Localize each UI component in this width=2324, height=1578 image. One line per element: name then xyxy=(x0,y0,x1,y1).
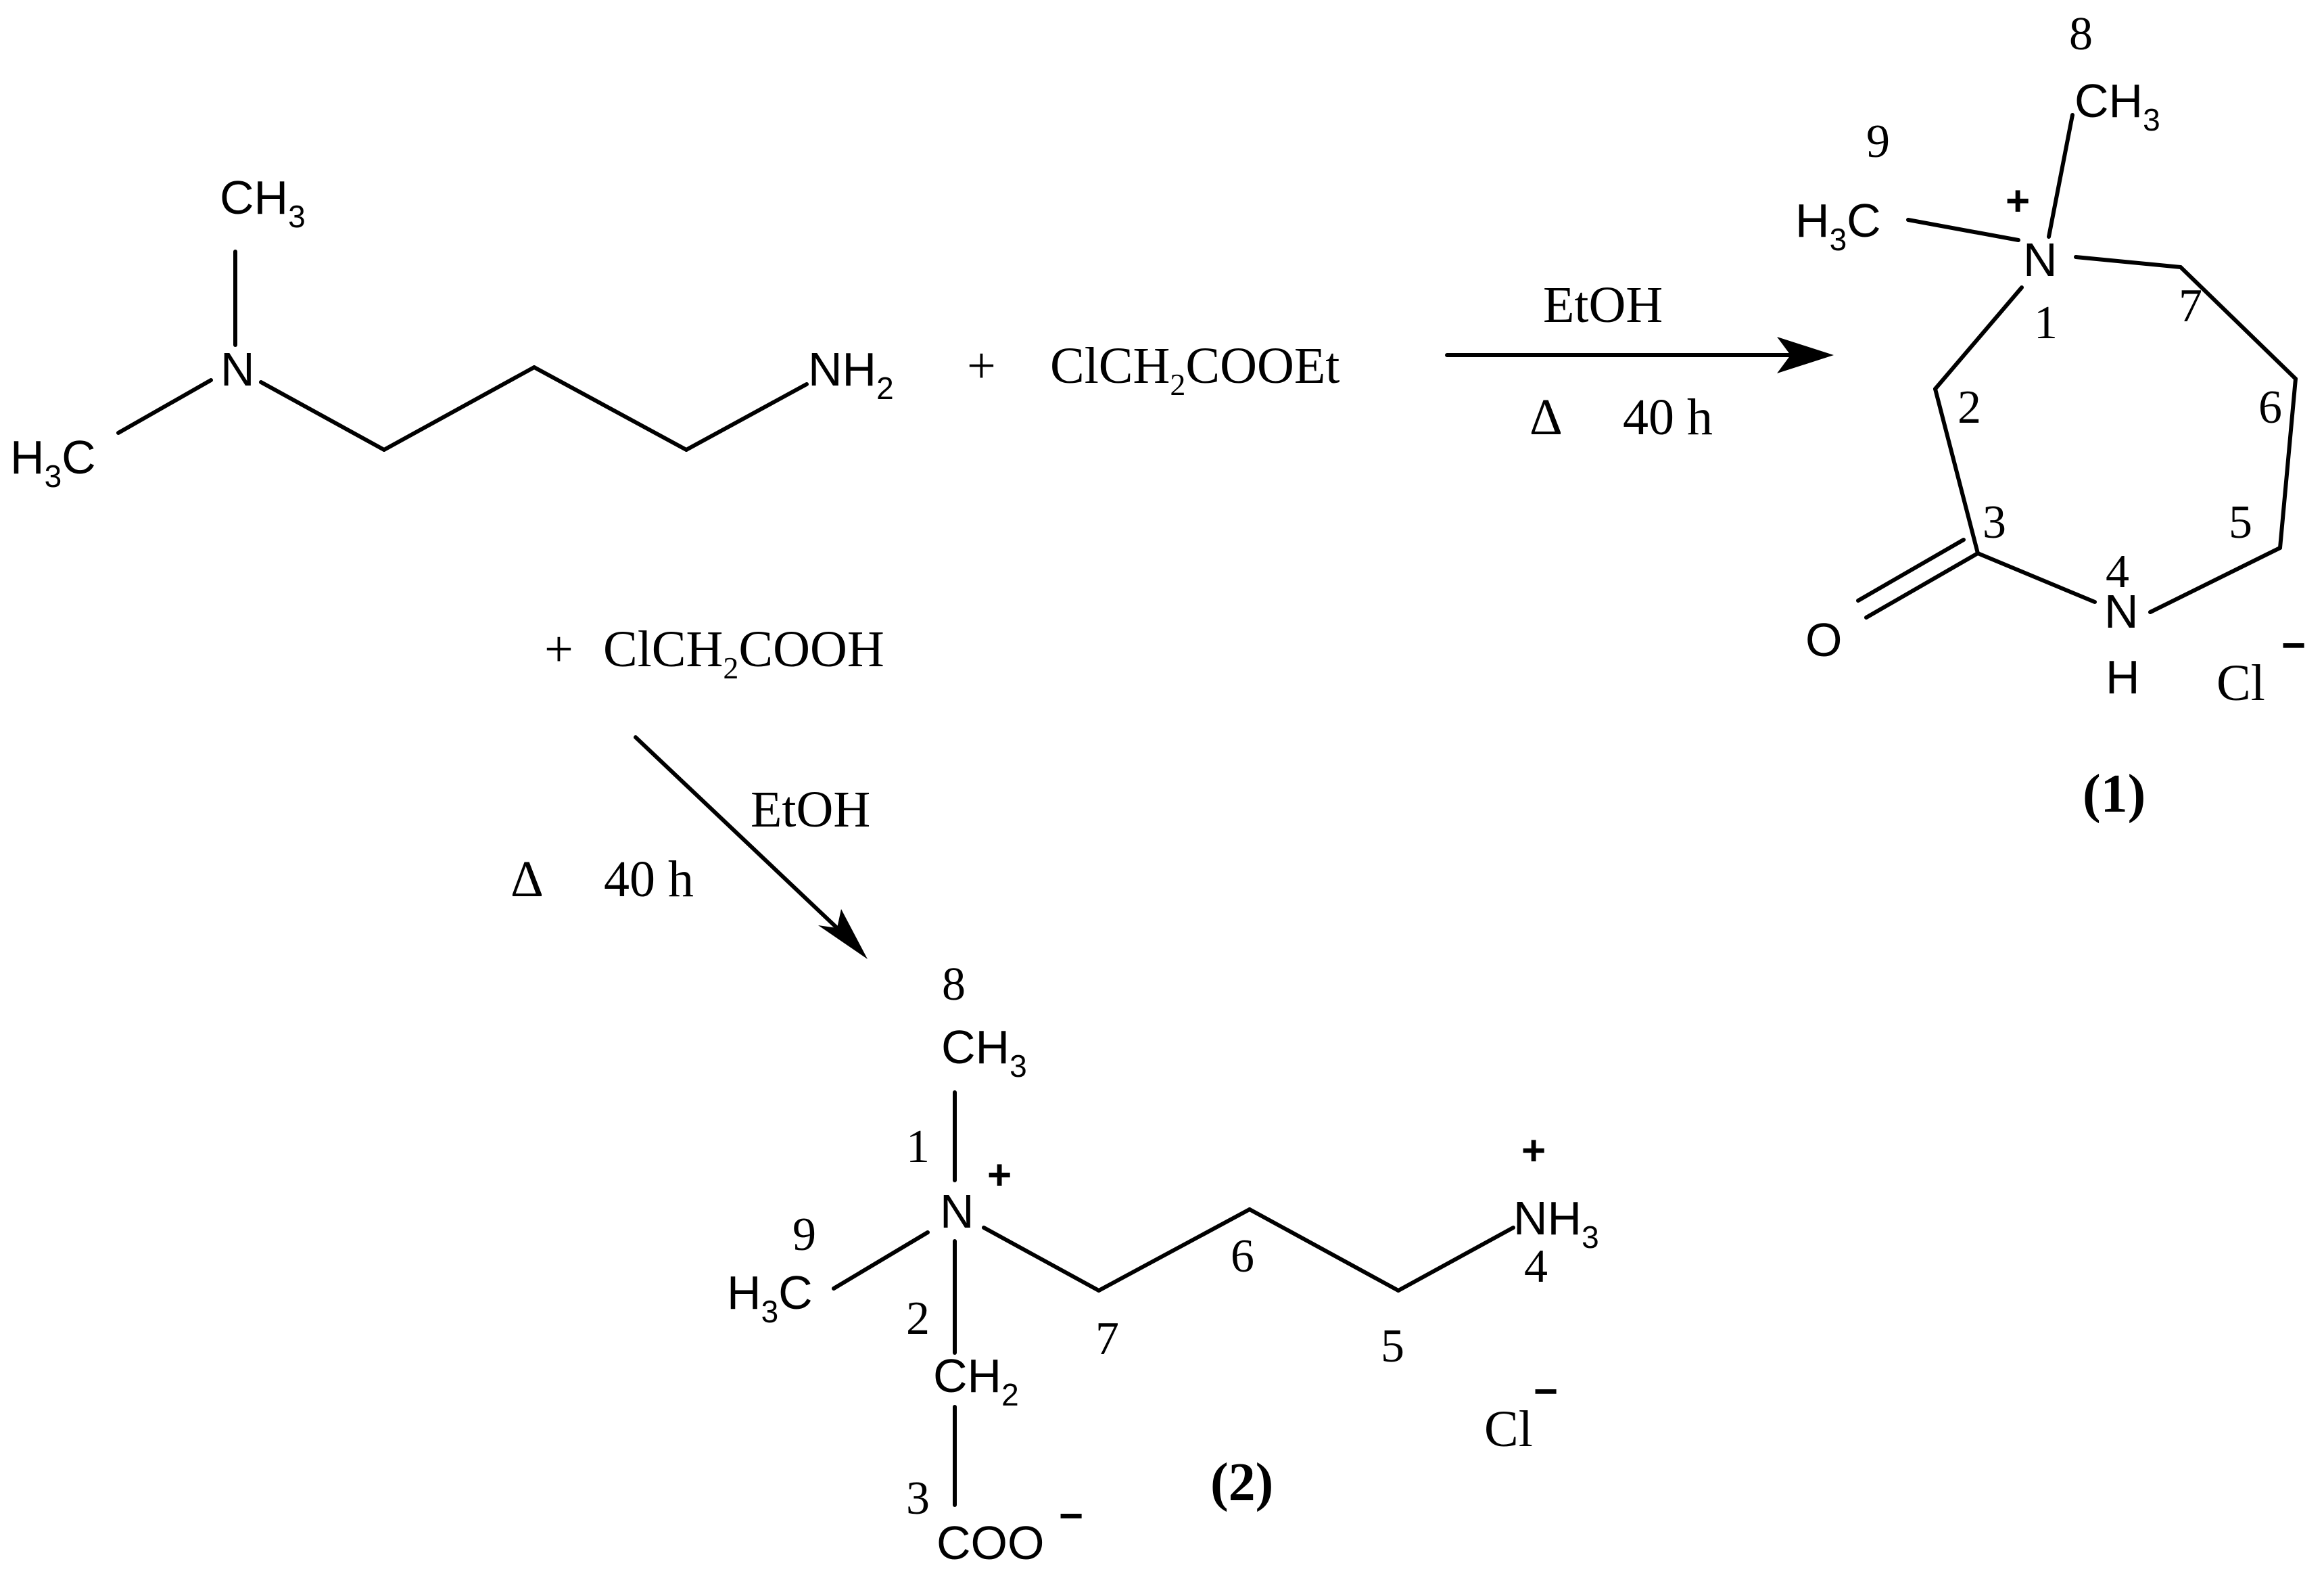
p1-locant-1: 1 xyxy=(2034,297,2058,349)
p2-bond-n-h3c xyxy=(832,1230,930,1291)
p1-chloride-label: Cl xyxy=(2216,655,2265,712)
p2-locant-2: 2 xyxy=(906,1293,930,1345)
methyl-top-label: CH3 xyxy=(220,171,306,234)
arrow-2-head xyxy=(818,909,868,959)
p2-locant-8: 8 xyxy=(942,958,966,1011)
p1-compound-label: (1) xyxy=(2083,764,2145,824)
bond-c1-c2 xyxy=(382,365,536,452)
plus-sign-1: + xyxy=(967,338,996,394)
reaction-arrow-1 xyxy=(1445,337,1834,373)
bond-n-h3c-left xyxy=(116,378,213,435)
arrow-1-heat-symbol: Δ xyxy=(1529,389,1563,446)
arrow-2-heat-symbol: Δ xyxy=(511,851,544,908)
p1-bond-n4-c3 xyxy=(1976,551,2097,604)
p2-locant-7: 7 xyxy=(1095,1313,1119,1365)
p2-n-positive-charge: + xyxy=(987,1152,1012,1199)
p1-bond-c2-n1 xyxy=(1933,285,2024,391)
p1-bond-c3-o-b xyxy=(1856,538,1966,603)
p1-locant-2: 2 xyxy=(1958,381,1981,434)
p1-quaternary-n-label: N xyxy=(2023,233,2058,286)
p1-amide-n-label: N xyxy=(2104,585,2139,638)
p1-carbonyl-o-label: O xyxy=(1805,613,1842,666)
p1-methyl-9-label: H3C xyxy=(1795,194,1881,257)
methyl-left-label: H3C xyxy=(10,431,96,494)
bond-c2-c3 xyxy=(532,365,688,452)
p1-locant-8: 8 xyxy=(2069,8,2093,60)
bond-c3-nh2 xyxy=(684,382,809,452)
p1-bond-c5-n4 xyxy=(2148,546,2282,614)
reagent-chloroacetic-acid: ClCH2COOH xyxy=(603,621,884,685)
p2-ammonium-label: NH3 xyxy=(1513,1192,1599,1255)
arrow-1-time: 40 h xyxy=(1623,389,1713,446)
p2-locant-6: 6 xyxy=(1231,1230,1254,1282)
p2-bond-c7-c6 xyxy=(1097,1207,1252,1293)
p2-locant-1: 1 xyxy=(906,1121,930,1173)
arrow-2-time: 40 h xyxy=(604,851,694,908)
p2-bond-n-c7 xyxy=(982,1226,1101,1293)
reactant-structure: CH3 N H3C NH2 xyxy=(10,171,894,494)
p1-bond-n1-c7 xyxy=(2074,255,2183,269)
p1-n-positive-charge: + xyxy=(2006,178,2030,225)
p1-locant-6: 6 xyxy=(2258,381,2282,434)
p2-ammonium-charge: + xyxy=(1521,1128,1546,1174)
p2-locant-5: 5 xyxy=(1381,1320,1404,1372)
p2-locant-4: 4 xyxy=(1524,1240,1548,1293)
amino-nh2-label: NH2 xyxy=(808,343,894,406)
p1-bond-n-ch3 xyxy=(2047,113,2074,239)
p1-bond-c6-c5 xyxy=(2278,377,2298,550)
product-2-structure: CH3 H3C N + NH3 + CH2 COO − Cl − 8 1 9 2… xyxy=(727,958,1599,1569)
arrow-2-shaft xyxy=(634,735,839,930)
p2-methylene-label: CH2 xyxy=(933,1349,1019,1412)
p2-carboxylate-charge: − xyxy=(1059,1493,1083,1539)
p2-bond-c5-nh3 xyxy=(1396,1226,1515,1293)
p1-bond-c3-c2 xyxy=(1933,387,1980,555)
p1-locant-5: 5 xyxy=(2229,496,2252,549)
bond-n-c1 xyxy=(259,380,386,452)
amine-n-label: N xyxy=(220,343,255,396)
p2-locant-3: 3 xyxy=(906,1472,930,1525)
p2-methyl-8-label: CH3 xyxy=(941,1021,1027,1084)
arrow-1-solvent: EtOH xyxy=(1543,277,1663,333)
p2-chloride-charge: − xyxy=(1534,1368,1558,1415)
reaction-arrow-2 xyxy=(634,735,868,959)
p2-carboxylate-label: COO xyxy=(936,1516,1044,1569)
arrow-1-head xyxy=(1777,337,1834,373)
p2-methyl-9-label: H3C xyxy=(727,1266,813,1329)
p2-bond-c6-c5 xyxy=(1248,1207,1400,1293)
p1-locant-7: 7 xyxy=(2179,280,2202,332)
p2-locant-9: 9 xyxy=(792,1209,816,1261)
p1-methyl-8-label: CH3 xyxy=(2074,74,2160,137)
p1-locant-3: 3 xyxy=(1983,496,2006,549)
p1-bond-n-h3c xyxy=(1906,218,2020,242)
p1-locant-9: 9 xyxy=(1866,116,1890,168)
plus-sign-2: + xyxy=(544,621,573,678)
p1-locant-4: 4 xyxy=(2106,546,2129,598)
p2-compound-label: (2) xyxy=(1210,1453,1273,1512)
arrow-2-solvent: EtOH xyxy=(751,781,870,838)
product-1-structure: CH3 H3C N + O N H Cl − 8 9 1 7 2 6 3 5 4… xyxy=(1795,8,2306,824)
p2-quaternary-n-label: N xyxy=(940,1185,974,1238)
p1-bond-c3-o-a xyxy=(1864,551,1980,620)
p1-amide-h-label: H xyxy=(2106,651,2140,703)
p2-chloride-label: Cl xyxy=(1484,1401,1533,1458)
reagent-ethyl-chloroacetate: ClCH2COOEt xyxy=(1050,338,1339,402)
p1-chloride-charge: − xyxy=(2281,622,2306,669)
p1-bond-c7-c6 xyxy=(2179,265,2298,381)
